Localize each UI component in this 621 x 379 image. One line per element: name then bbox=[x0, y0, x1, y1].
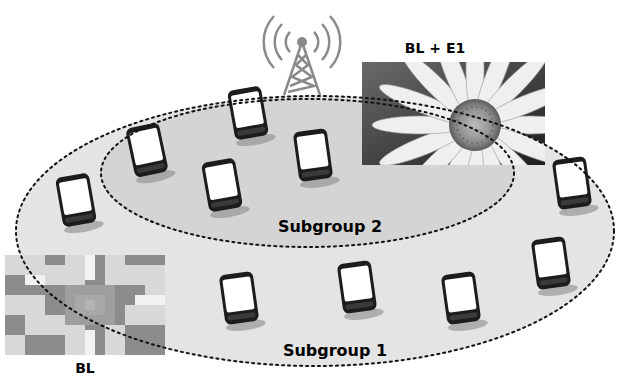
subgroup-label: Subgroup 1 bbox=[283, 341, 387, 360]
image-caption: BL + E1 bbox=[405, 40, 465, 56]
subgroup-ellipse: Subgroup 1 Subgroup 2 bbox=[15, 95, 615, 367]
image-caption: BL bbox=[75, 360, 95, 376]
subgroup-label: Subgroup 2 bbox=[278, 217, 382, 236]
subgroup-ellipse: Subgroup 2 bbox=[100, 98, 515, 248]
